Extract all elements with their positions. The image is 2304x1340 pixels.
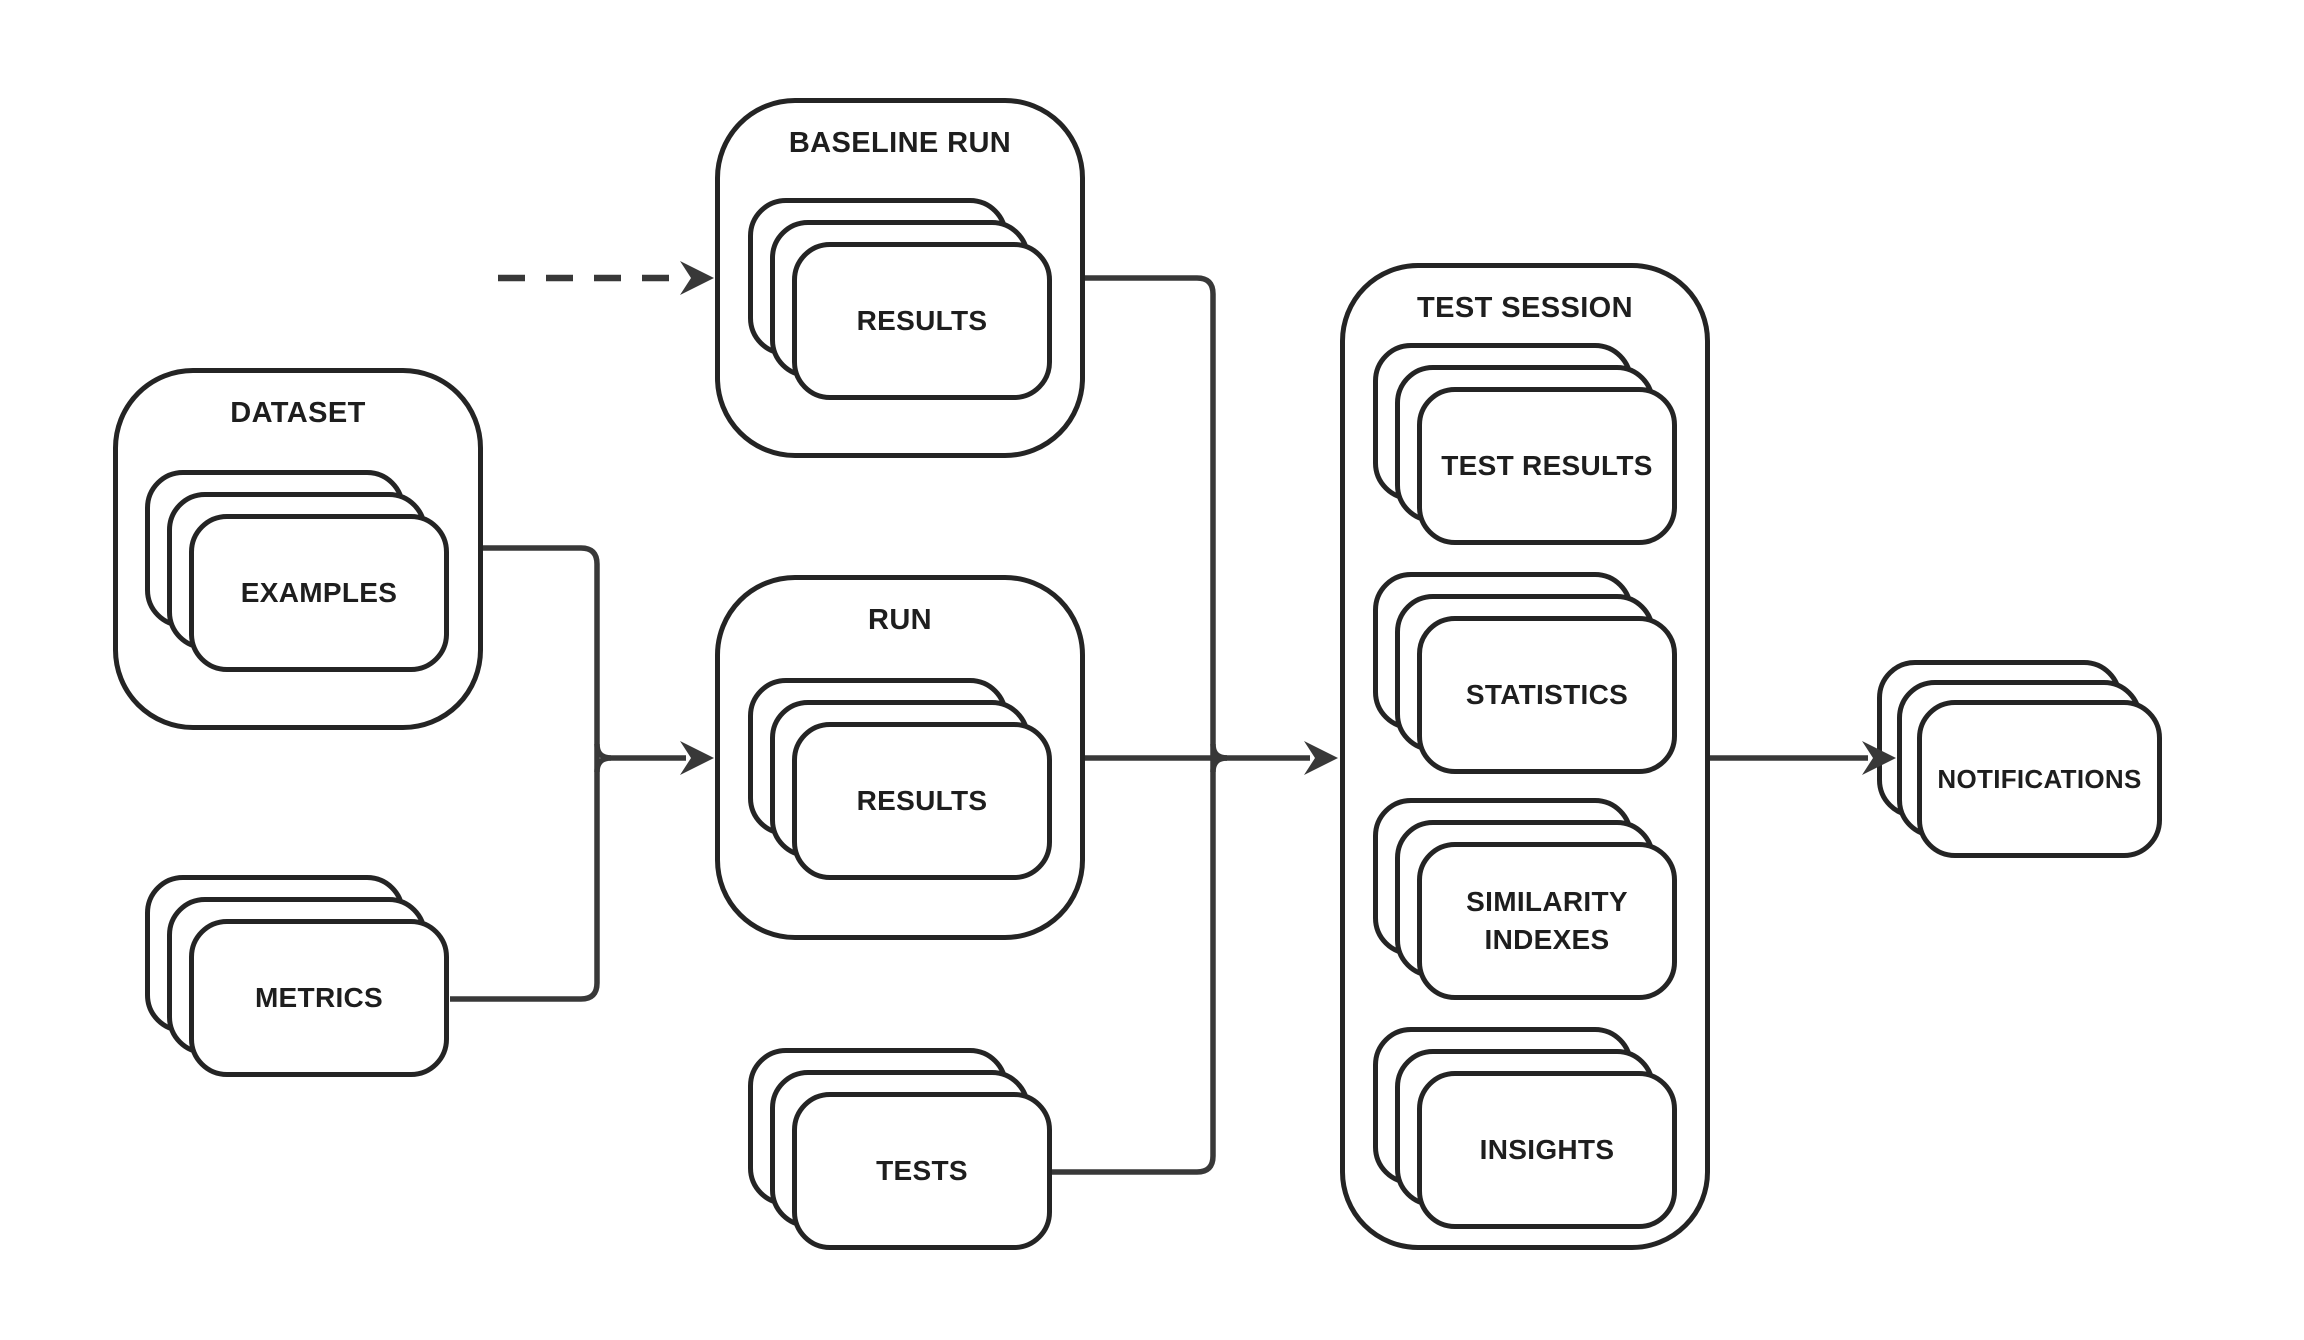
edge-baseline-run-rail: [1085, 275, 1216, 758]
insights-label: INSIGHTS: [1479, 1134, 1615, 1165]
similarity-indexes-card-front: SIMILARITY INDEXES: [1417, 842, 1677, 1000]
arrowhead-notifications: [1862, 741, 1896, 775]
insights-card-front: INSIGHTS: [1417, 1071, 1677, 1229]
test-results-label: TEST RESULTS: [1441, 450, 1653, 481]
edge-dataset-metrics-rail: [450, 545, 600, 1002]
examples-card-front: EXAMPLES: [189, 514, 449, 672]
baseline-results-label: RESULTS: [856, 305, 988, 336]
statistics-label: STATISTICS: [1465, 679, 1629, 710]
notifications-label: NOTIFICATIONS: [1937, 764, 2142, 794]
run-results-label: RESULTS: [856, 785, 988, 816]
baseline-results-card-front: RESULTS: [792, 242, 1052, 400]
run-title: RUN: [867, 604, 933, 636]
run-results-card-front: RESULTS: [792, 722, 1052, 880]
test-session-title: TEST SESSION: [1417, 292, 1633, 324]
arrowhead-baseline-run: [680, 261, 714, 295]
notifications-card-front: NOTIFICATIONS: [1917, 700, 2162, 858]
examples-label: EXAMPLES: [240, 577, 398, 608]
statistics-card-front: STATISTICS: [1417, 616, 1677, 774]
metrics-label: METRICS: [254, 982, 384, 1013]
edge-tests-rail: [1052, 758, 1216, 1175]
metrics-card-front: METRICS: [189, 919, 449, 1077]
tests-card-front: TESTS: [792, 1092, 1052, 1250]
arrowhead-test-session: [1304, 741, 1338, 775]
similarity-indexes-label: SIMILARITY INDEXES: [1466, 886, 1628, 955]
dataset-title: DATASET: [230, 397, 366, 429]
arrowhead-run: [680, 741, 714, 775]
tests-label: TESTS: [876, 1155, 968, 1186]
edge-rail-to-run-bottom-fillet: [594, 755, 612, 773]
test-results-card-front: TEST RESULTS: [1417, 387, 1677, 545]
baseline-run-title: BASELINE RUN: [788, 127, 1012, 159]
